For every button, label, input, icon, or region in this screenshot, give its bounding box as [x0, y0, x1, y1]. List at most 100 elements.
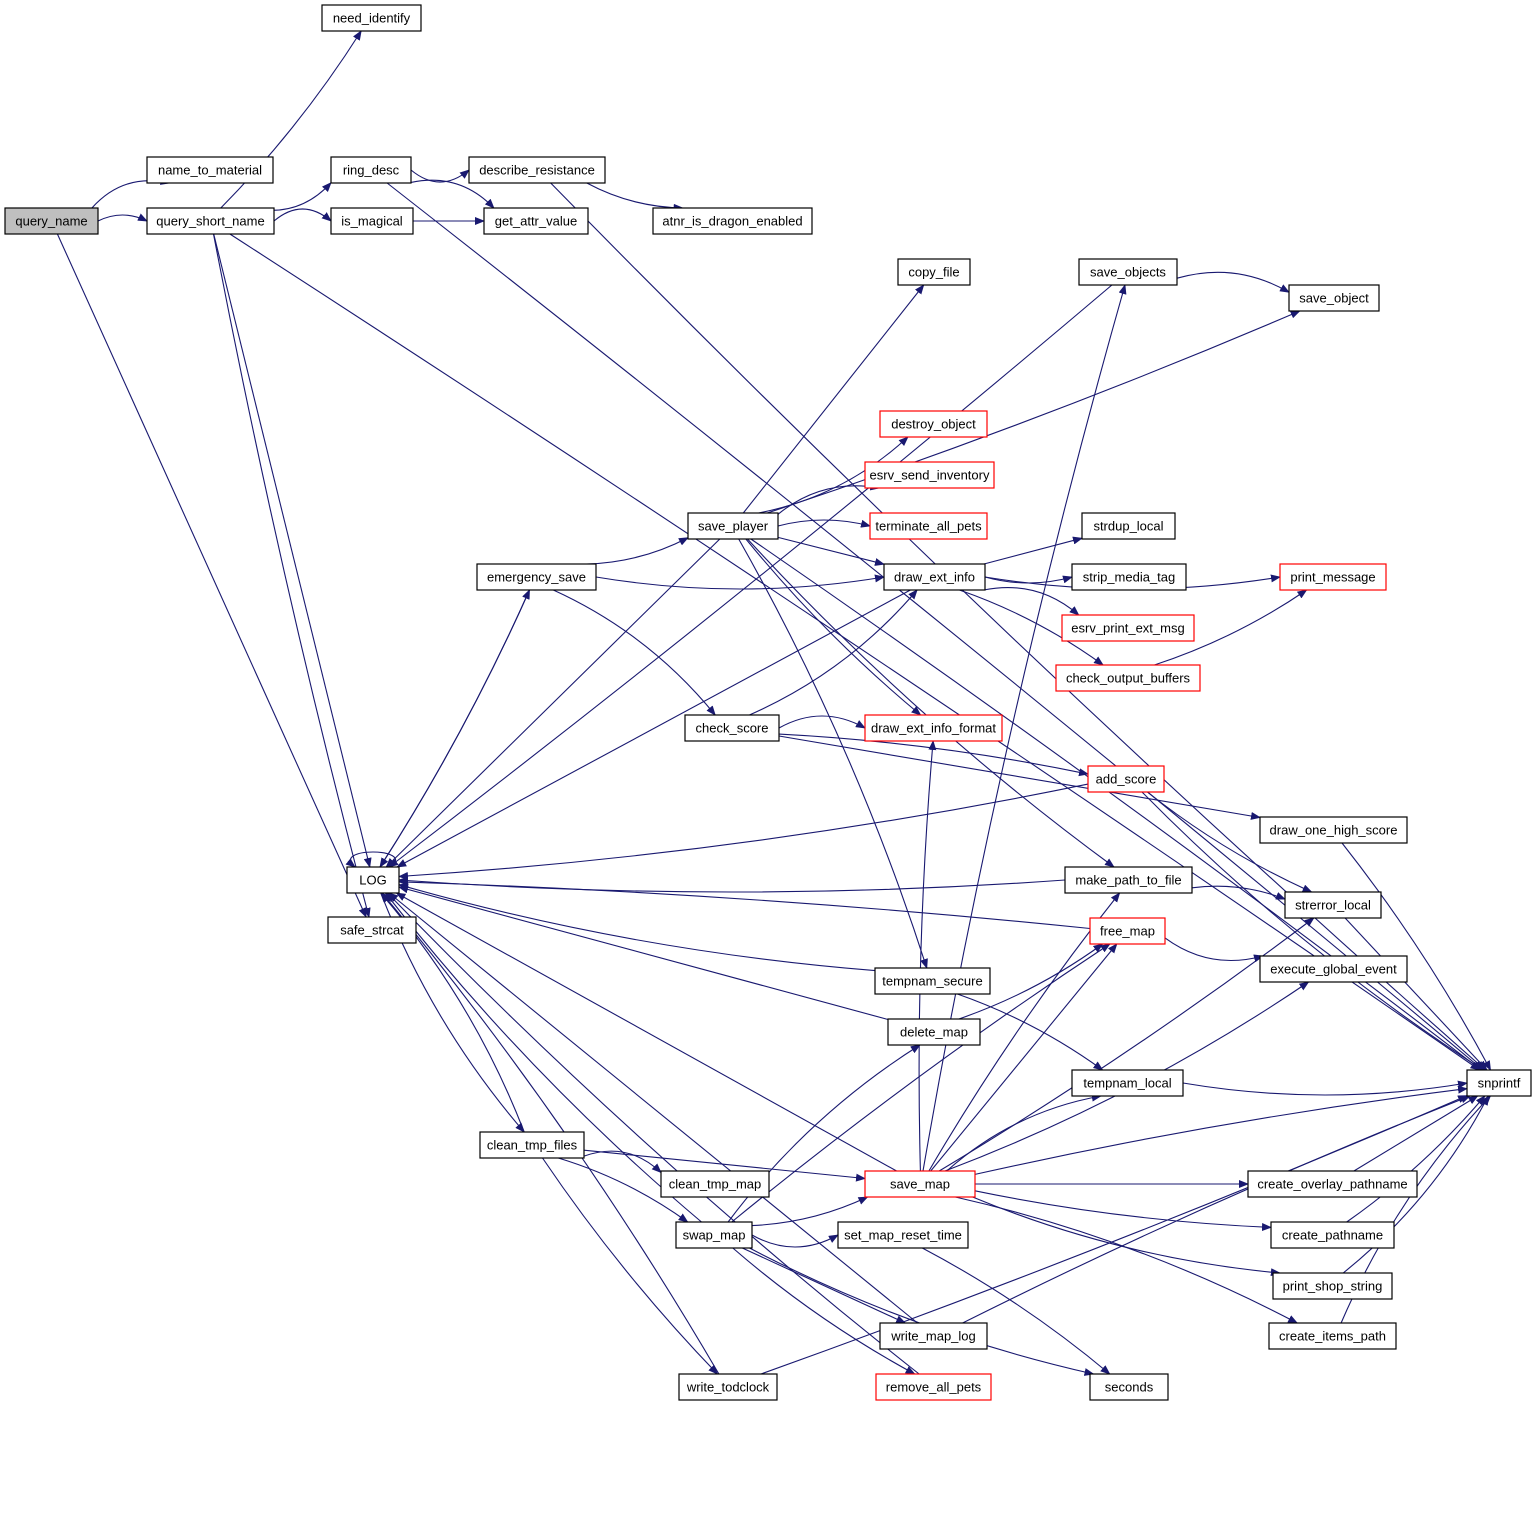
node-box[interactable]	[479, 1131, 585, 1159]
node-create-pathname[interactable]: create_pathname	[1270, 1221, 1395, 1249]
node-ring-desc[interactable]: ring_desc	[330, 156, 412, 184]
node-remove-all-pets[interactable]: remove_all_pets	[875, 1373, 992, 1401]
node-atnr-is-dragon-enabled[interactable]: atnr_is_dragon_enabled	[652, 207, 813, 235]
node-save-objects[interactable]: save_objects	[1078, 258, 1178, 286]
node-box[interactable]	[684, 714, 780, 742]
node-box[interactable]	[837, 1221, 969, 1249]
node-need-identify[interactable]: need_identify	[321, 4, 422, 32]
node-draw-ext-info-format[interactable]: draw_ext_info_format	[864, 714, 1003, 742]
node-terminate-all-pets[interactable]: terminate_all_pets	[869, 512, 988, 540]
node-box[interactable]	[1259, 816, 1408, 844]
node-box[interactable]	[883, 563, 986, 591]
node-box[interactable]	[875, 1373, 992, 1401]
node-check-score[interactable]: check_score	[684, 714, 780, 742]
node-box[interactable]	[483, 207, 589, 235]
node-box[interactable]	[1466, 1069, 1532, 1097]
node-box[interactable]	[1259, 955, 1408, 983]
node-make-path-to-file[interactable]: make_path_to_file	[1064, 866, 1193, 894]
node-clean-tmp-files[interactable]: clean_tmp_files	[479, 1131, 585, 1159]
node-box[interactable]	[146, 207, 275, 235]
node-box[interactable]	[1081, 512, 1176, 540]
node-box[interactable]	[1288, 284, 1380, 312]
node-copy-file[interactable]: copy_file	[897, 258, 971, 286]
node-box[interactable]	[887, 1018, 981, 1046]
node-strdup-local[interactable]: strdup_local	[1081, 512, 1176, 540]
node-box[interactable]	[1064, 866, 1193, 894]
node-box[interactable]	[660, 1170, 770, 1198]
node-box[interactable]	[1272, 1272, 1393, 1300]
node-tempnam-local[interactable]: tempnam_local	[1071, 1069, 1184, 1097]
node-box[interactable]	[1055, 664, 1201, 692]
node-box[interactable]	[874, 967, 991, 995]
node-check-output-buffers[interactable]: check_output_buffers	[1055, 664, 1201, 692]
node-emergency-save[interactable]: emergency_save	[476, 563, 597, 591]
node-box[interactable]	[1071, 1069, 1184, 1097]
node-add-score[interactable]: add_score	[1087, 765, 1165, 793]
node-LOG[interactable]: LOG	[346, 866, 400, 894]
node-create-overlay-pathname[interactable]: create_overlay_pathname	[1247, 1170, 1418, 1198]
node-box[interactable]	[1071, 563, 1187, 591]
node-box[interactable]	[468, 156, 606, 184]
node-save-map[interactable]: save_map	[864, 1170, 976, 1198]
node-save-player[interactable]: save_player	[687, 512, 779, 540]
node-print-shop-string[interactable]: print_shop_string	[1272, 1272, 1393, 1300]
node-box[interactable]	[675, 1221, 753, 1249]
node-draw-ext-info[interactable]: draw_ext_info	[883, 563, 986, 591]
node-box[interactable]	[1089, 917, 1166, 945]
node-free-map[interactable]: free_map	[1089, 917, 1166, 945]
node-esrv-print-ext-msg[interactable]: esrv_print_ext_msg	[1061, 614, 1195, 642]
node-box[interactable]	[4, 207, 99, 235]
node-box[interactable]	[1247, 1170, 1418, 1198]
node-describe-resistance[interactable]: describe_resistance	[468, 156, 606, 184]
node-box[interactable]	[687, 512, 779, 540]
node-query-short-name[interactable]: query_short_name	[146, 207, 275, 235]
node-safe-strcat[interactable]: safe_strcat	[327, 916, 417, 944]
node-clean-tmp-map[interactable]: clean_tmp_map	[660, 1170, 770, 1198]
node-box[interactable]	[346, 866, 400, 894]
node-box[interactable]	[321, 4, 422, 32]
node-esrv-send-inventory[interactable]: esrv_send_inventory	[864, 461, 995, 489]
node-box[interactable]	[864, 714, 1003, 742]
node-box[interactable]	[864, 1170, 976, 1198]
node-create-items-path[interactable]: create_items_path	[1268, 1322, 1397, 1350]
node-name-to-material[interactable]: name_to_material	[146, 156, 274, 184]
node-print-message[interactable]: print_message	[1279, 563, 1387, 591]
node-box[interactable]	[1087, 765, 1165, 793]
node-box[interactable]	[652, 207, 813, 235]
node-box[interactable]	[327, 916, 417, 944]
node-query-name[interactable]: query_name	[4, 207, 99, 235]
node-set-map-reset-time[interactable]: set_map_reset_time	[837, 1221, 969, 1249]
node-box[interactable]	[1061, 614, 1195, 642]
node-is-magical[interactable]: is_magical	[330, 207, 414, 235]
node-box[interactable]	[1268, 1322, 1397, 1350]
node-execute-global-event[interactable]: execute_global_event	[1259, 955, 1408, 983]
node-box[interactable]	[879, 410, 988, 438]
node-box[interactable]	[678, 1373, 778, 1401]
node-save-object[interactable]: save_object	[1288, 284, 1380, 312]
node-get-attr-value[interactable]: get_attr_value	[483, 207, 589, 235]
node-write-todclock[interactable]: write_todclock	[678, 1373, 778, 1401]
node-snprintf[interactable]: snprintf	[1466, 1069, 1532, 1097]
node-swap-map[interactable]: swap_map	[675, 1221, 753, 1249]
node-box[interactable]	[1284, 891, 1382, 919]
node-box[interactable]	[1279, 563, 1387, 591]
node-delete-map[interactable]: delete_map	[887, 1018, 981, 1046]
node-write-map-log[interactable]: write_map_log	[879, 1322, 988, 1350]
node-box[interactable]	[1089, 1373, 1169, 1401]
node-box[interactable]	[330, 207, 414, 235]
node-strip-media-tag[interactable]: strip_media_tag	[1071, 563, 1187, 591]
node-draw-one-high-score[interactable]: draw_one_high_score	[1259, 816, 1408, 844]
node-box[interactable]	[879, 1322, 988, 1350]
node-box[interactable]	[897, 258, 971, 286]
node-box[interactable]	[869, 512, 988, 540]
node-tempnam-secure[interactable]: tempnam_secure	[874, 967, 991, 995]
node-box[interactable]	[1078, 258, 1178, 286]
node-strerror-local[interactable]: strerror_local	[1284, 891, 1382, 919]
node-box[interactable]	[330, 156, 412, 184]
node-box[interactable]	[1270, 1221, 1395, 1249]
node-seconds[interactable]: seconds	[1089, 1373, 1169, 1401]
node-box[interactable]	[864, 461, 995, 489]
node-box[interactable]	[146, 156, 274, 184]
node-destroy-object[interactable]: destroy_object	[879, 410, 988, 438]
node-box[interactable]	[476, 563, 597, 591]
